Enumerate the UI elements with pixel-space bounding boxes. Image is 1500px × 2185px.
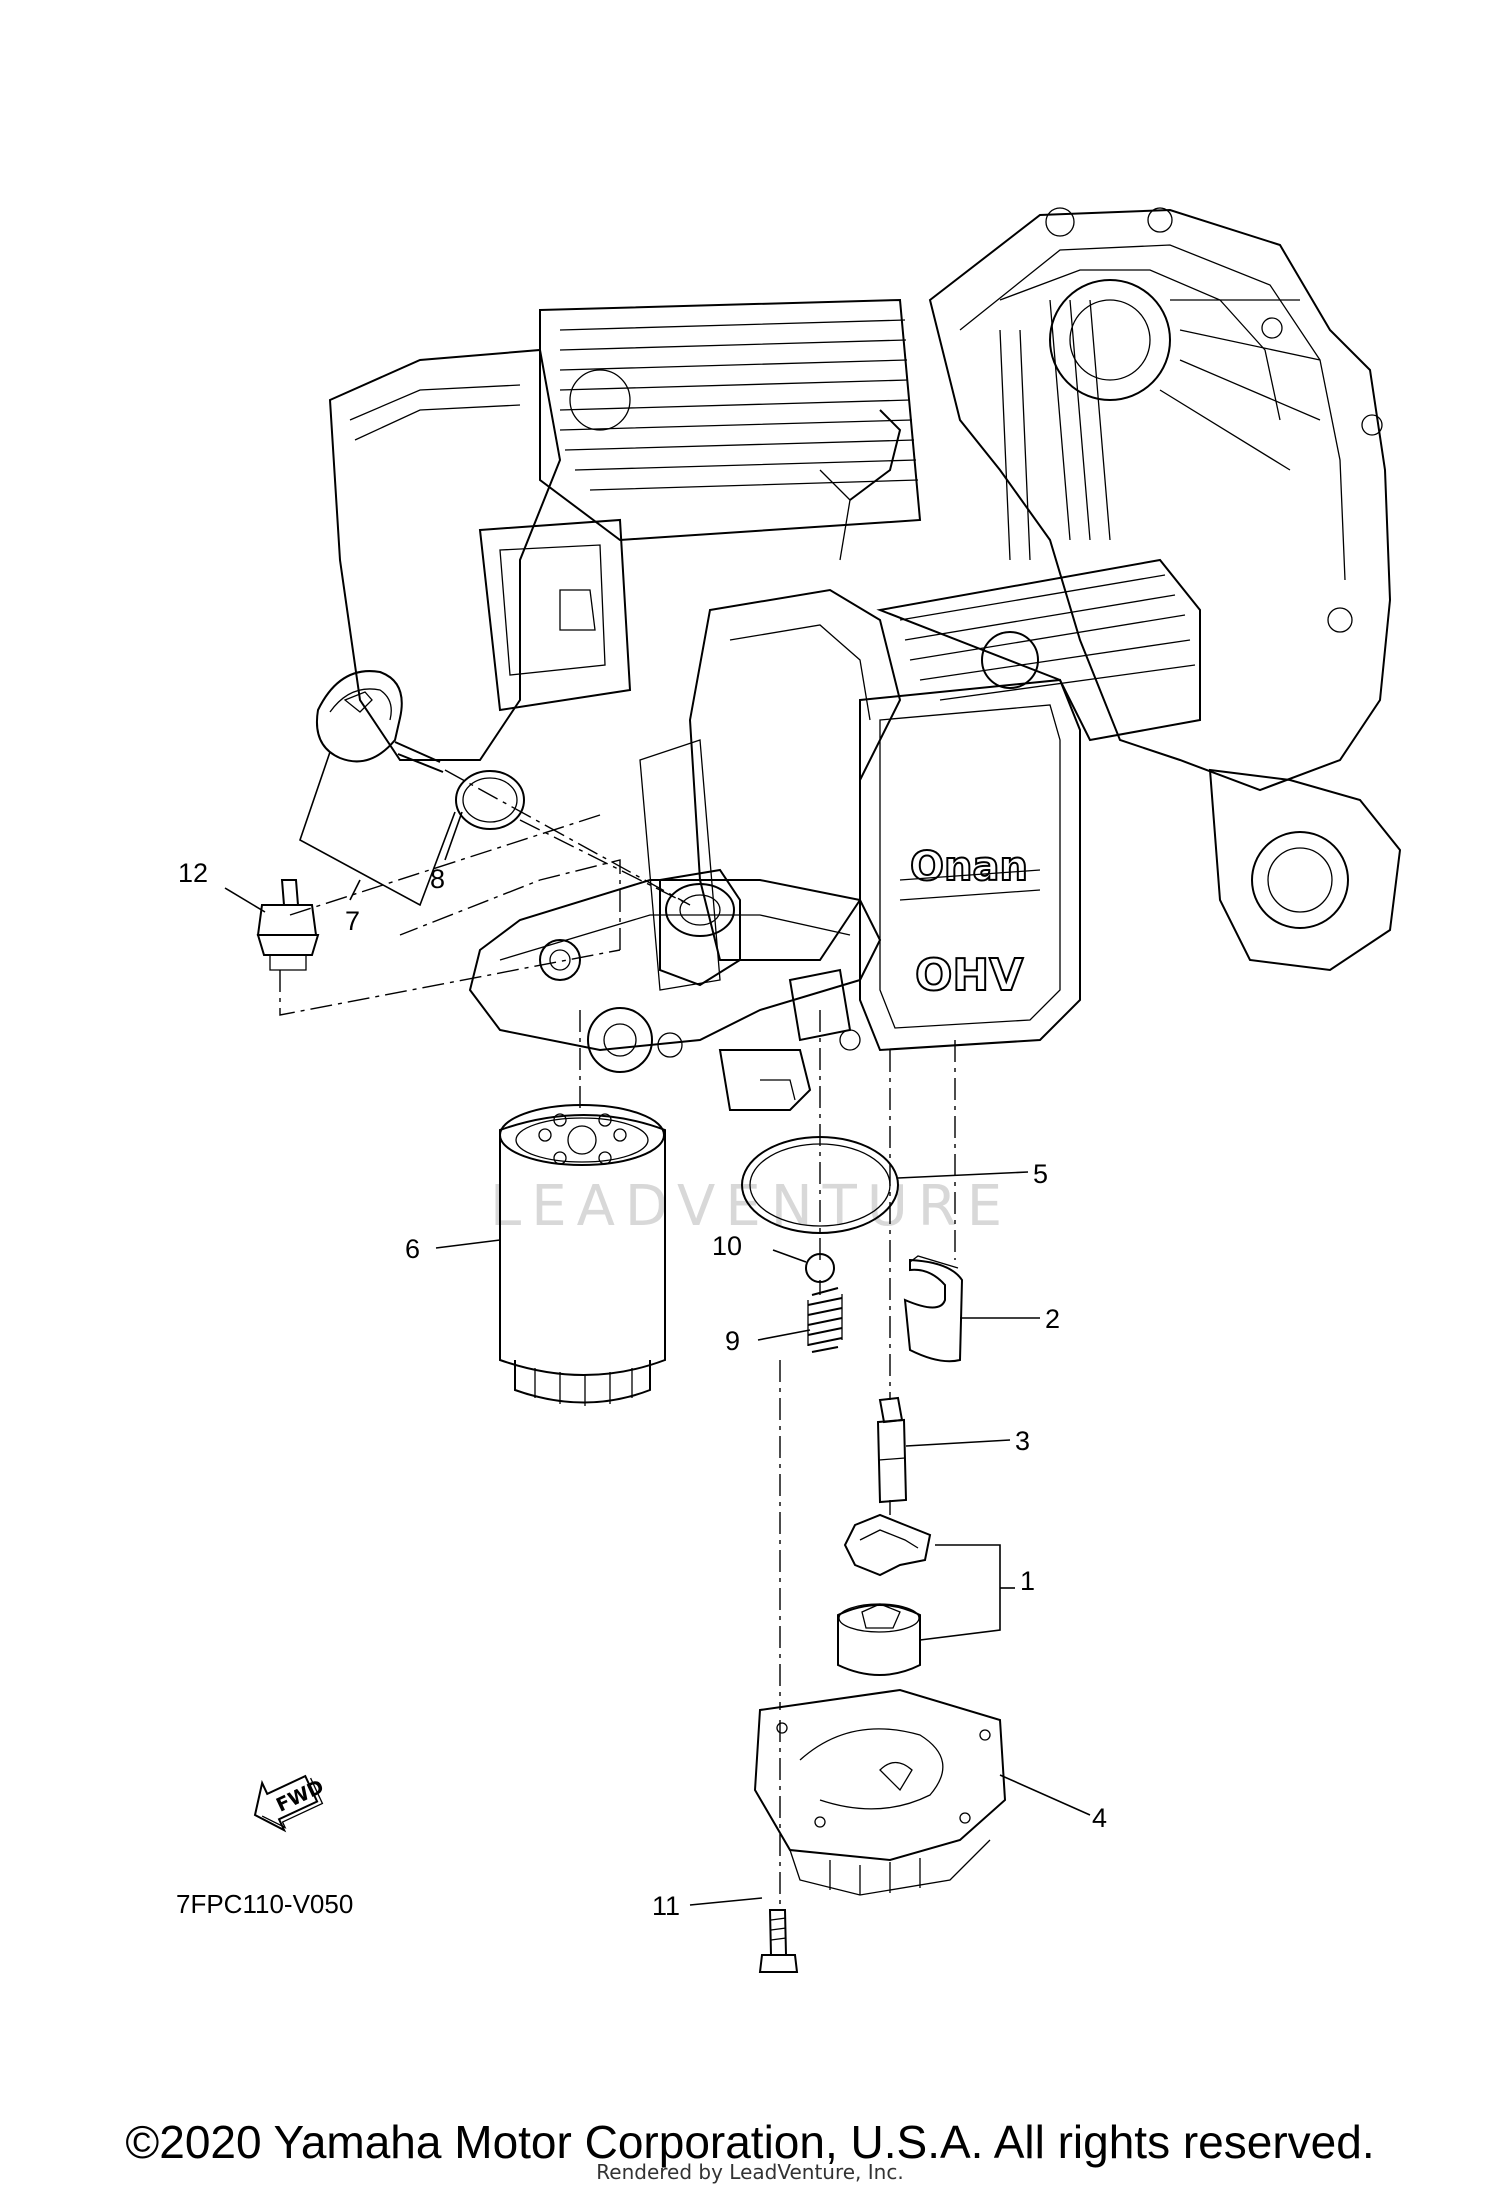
callout-8: 8 — [430, 864, 445, 894]
callout-10: 10 — [712, 1231, 742, 1261]
diagram-code: 7FPC110-V050 — [176, 1889, 353, 1919]
model-embossing: OHV — [915, 950, 1023, 1001]
shaft-3 — [876, 1396, 908, 1504]
o-ring-8 — [455, 770, 525, 830]
bearing-2 — [903, 1255, 964, 1363]
callout-7: 7 — [345, 906, 360, 936]
rotor-set-1 — [837, 1513, 932, 1676]
bolt-11 — [758, 1909, 799, 1973]
callout-leaders — [224, 751, 1091, 1906]
callout-3: 3 — [1015, 1426, 1030, 1456]
spring-9 — [807, 1287, 843, 1353]
callout-5: 5 — [1033, 1159, 1048, 1189]
callout-2: 2 — [1045, 1304, 1060, 1334]
callout-11: 11 — [652, 1891, 680, 1921]
callout-9: 9 — [725, 1326, 740, 1356]
oil-fill-cap — [316, 670, 444, 773]
oil-filter — [499, 1104, 666, 1406]
pump-cover-4 — [753, 1688, 1007, 1896]
callout-12: 12 — [178, 858, 208, 888]
engine-block: Onan OHV — [328, 207, 1402, 1111]
assembly-lines — [279, 769, 956, 1910]
watermark-text: LEADVENTURE — [490, 1174, 1012, 1239]
callout-4: 4 — [1092, 1803, 1107, 1833]
callout-1: 1 — [1020, 1566, 1035, 1596]
brand-embossing: Onan — [910, 844, 1028, 890]
copyright-notice: ©2020 Yamaha Motor Corporation, U.S.A. A… — [125, 2116, 1375, 2168]
oil-pressure-switch — [256, 879, 320, 971]
callout-6: 6 — [405, 1234, 420, 1264]
rendered-by-credit: Rendered by LeadVenture, Inc. — [596, 2160, 904, 2184]
fwd-arrow: FWD — [253, 1774, 327, 1833]
